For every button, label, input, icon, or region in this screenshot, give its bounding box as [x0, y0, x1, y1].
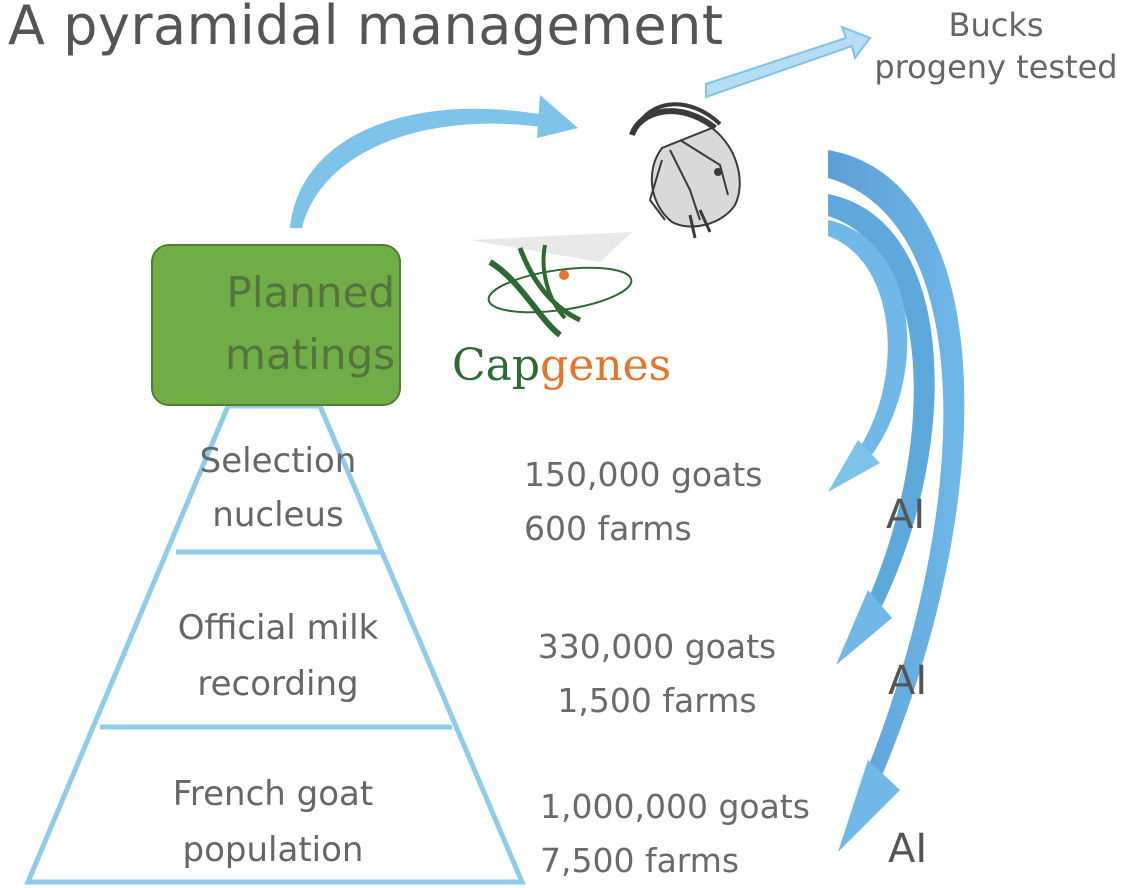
logo-text-dark: Cap: [452, 340, 541, 391]
ai-arrowhead-2: [836, 590, 892, 665]
planned-line1: Planned: [226, 268, 395, 317]
stats-tier-3: 1,000,000 goats 7,500 farms: [540, 780, 810, 888]
bucks-label-line2: progeny tested: [874, 48, 1118, 86]
stats-tier-1: 150,000 goats 600 farms: [524, 448, 762, 556]
stats-3-farms: 7,500 farms: [540, 841, 740, 880]
goat-head-icon: [629, 102, 741, 239]
ai-label-1: AI: [886, 492, 926, 538]
ai-arrowhead-1: [828, 440, 880, 492]
stats-1-goats: 150,000 goats: [524, 455, 763, 494]
page-title: A pyramidal management: [8, 0, 724, 57]
stats-1-farms: 600 farms: [524, 509, 692, 548]
pyramid-tier-2: Official milk recording: [118, 600, 438, 712]
pyramid: [24, 403, 526, 885]
ai-label-3: AI: [888, 826, 928, 872]
ai-arrows: [828, 150, 965, 852]
planned-matings-box: Planned matings: [151, 244, 401, 406]
stats-tier-2: 330,000 goats 1,500 farms: [524, 620, 790, 728]
bucks-progeny-label: Bucks progeny tested: [856, 4, 1136, 88]
ai-arrow-3: [828, 150, 965, 780]
tier-3-line2: population: [182, 830, 364, 870]
tier-3-line1: French goat: [172, 774, 374, 814]
stats-3-goats: 1,000,000 goats: [540, 787, 810, 826]
tier-1-line1: Selection: [199, 441, 357, 481]
pyramid-outline: [24, 403, 526, 885]
stats-2-farms: 1,500 farms: [557, 681, 757, 720]
ai-arrow-2: [828, 194, 935, 610]
ai-arrowhead-3: [838, 760, 900, 852]
arc-arrow-to-goat: [290, 95, 578, 228]
capgenes-logo: [470, 232, 633, 338]
pyramid-tier-3: French goat population: [108, 766, 438, 878]
logo-text-accent: genes: [540, 340, 672, 391]
tier-1-line2: nucleus: [212, 495, 344, 535]
capgenes-wordmark: Capgenes: [452, 340, 671, 391]
bucks-arrow: [705, 25, 872, 99]
bucks-label-line1: Bucks: [948, 6, 1044, 44]
planned-line2: matings: [225, 330, 395, 379]
tier-2-line1: Official milk: [177, 608, 379, 648]
tier-2-line2: recording: [197, 664, 359, 704]
pyramid-tier-1: Selection nucleus: [148, 434, 408, 542]
ai-arrow-1: [828, 220, 908, 460]
ai-label-2: AI: [888, 658, 928, 704]
stats-2-goats: 330,000 goats: [537, 627, 777, 666]
